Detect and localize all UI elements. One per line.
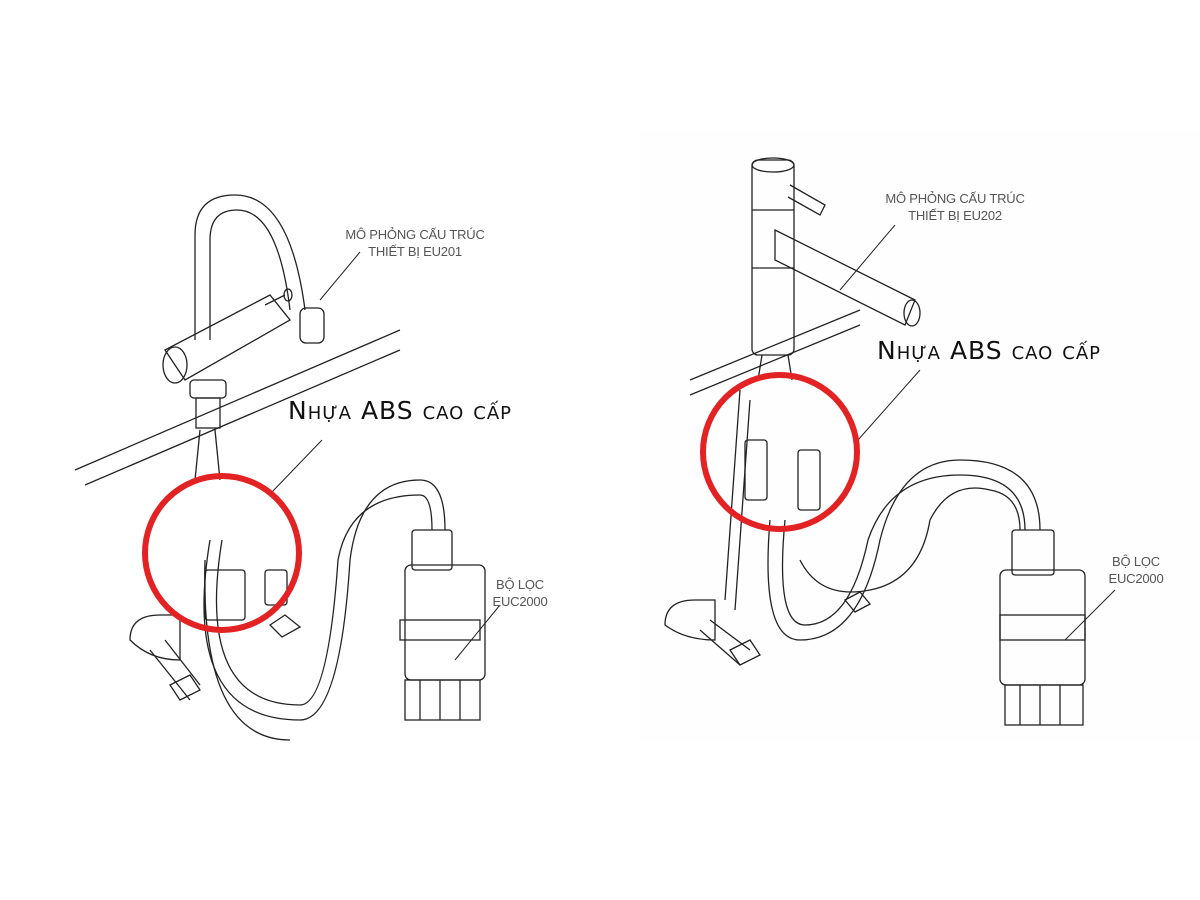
right-device-label-line1: MÔ PHỎNG CẤU TRÚC	[885, 191, 1025, 206]
right-highlight-circle	[700, 372, 860, 532]
right-filter-label: BỘ LỌC EUC2000	[1096, 553, 1176, 587]
right-panel-background	[640, 130, 1200, 742]
right-device-label: MÔ PHỎNG CẤU TRÚC THIẾT BỊ EU202	[870, 190, 1040, 224]
left-filter-label-line1: BỘ LỌC	[496, 577, 544, 592]
left-filter-label-line2: EUC2000	[492, 594, 548, 609]
right-filter-label-line1: BỘ LỌC	[1112, 554, 1160, 569]
left-device-label-line2: THIẾT BỊ EU201	[368, 244, 462, 259]
right-device-label-line2: THIẾT BỊ EU202	[908, 208, 1002, 223]
right-material-callout: Nhựa ABS cao cấp	[877, 336, 1101, 365]
left-device-label: MÔ PHỎNG CẤU TRÚC THIẾT BỊ EU201	[330, 226, 500, 260]
right-faucet-drawing	[664, 157, 1116, 726]
right-filter-label-line2: EUC2000	[1108, 571, 1164, 586]
left-device-label-line1: MÔ PHỎNG CẤU TRÚC	[345, 227, 485, 242]
left-filter-label: BỘ LỌC EUC2000	[480, 576, 560, 610]
left-highlight-circle	[142, 473, 302, 633]
left-faucet-drawing	[74, 194, 501, 741]
left-material-callout: Nhựa ABS cao cấp	[288, 396, 512, 425]
